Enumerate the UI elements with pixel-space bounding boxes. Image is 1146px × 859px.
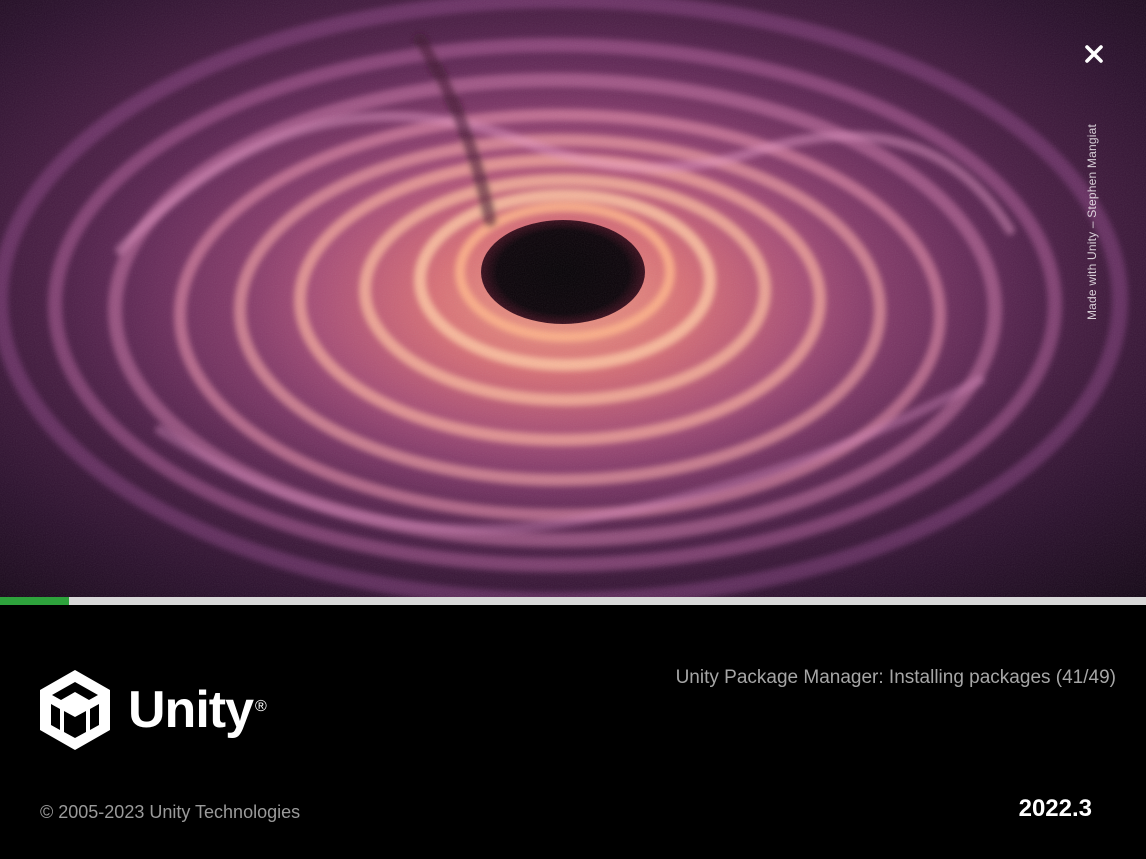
loading-progress-bar (0, 597, 1146, 605)
loading-progress-fill (0, 597, 69, 605)
splash-artwork: Made with Unity – Stephen Mangiat (0, 0, 1146, 597)
registered-mark: ® (255, 698, 267, 715)
artwork-credit: Made with Unity – Stephen Mangiat (1085, 123, 1099, 321)
nebula-artwork-image (0, 0, 1146, 597)
close-icon (1085, 45, 1103, 63)
loading-status-text: Unity Package Manager: Installing packag… (675, 667, 1116, 688)
close-button[interactable] (1076, 36, 1112, 72)
splash-footer: Unity ® Unity Package Manager: Installin… (0, 605, 1146, 859)
version-label: 2022.3 (1018, 795, 1092, 822)
copyright-text: © 2005-2023 Unity Technologies (40, 802, 301, 822)
unity-wordmark: Unity (128, 681, 254, 739)
unity-cube-icon (40, 670, 110, 750)
unity-logo: Unity ® (38, 669, 267, 751)
